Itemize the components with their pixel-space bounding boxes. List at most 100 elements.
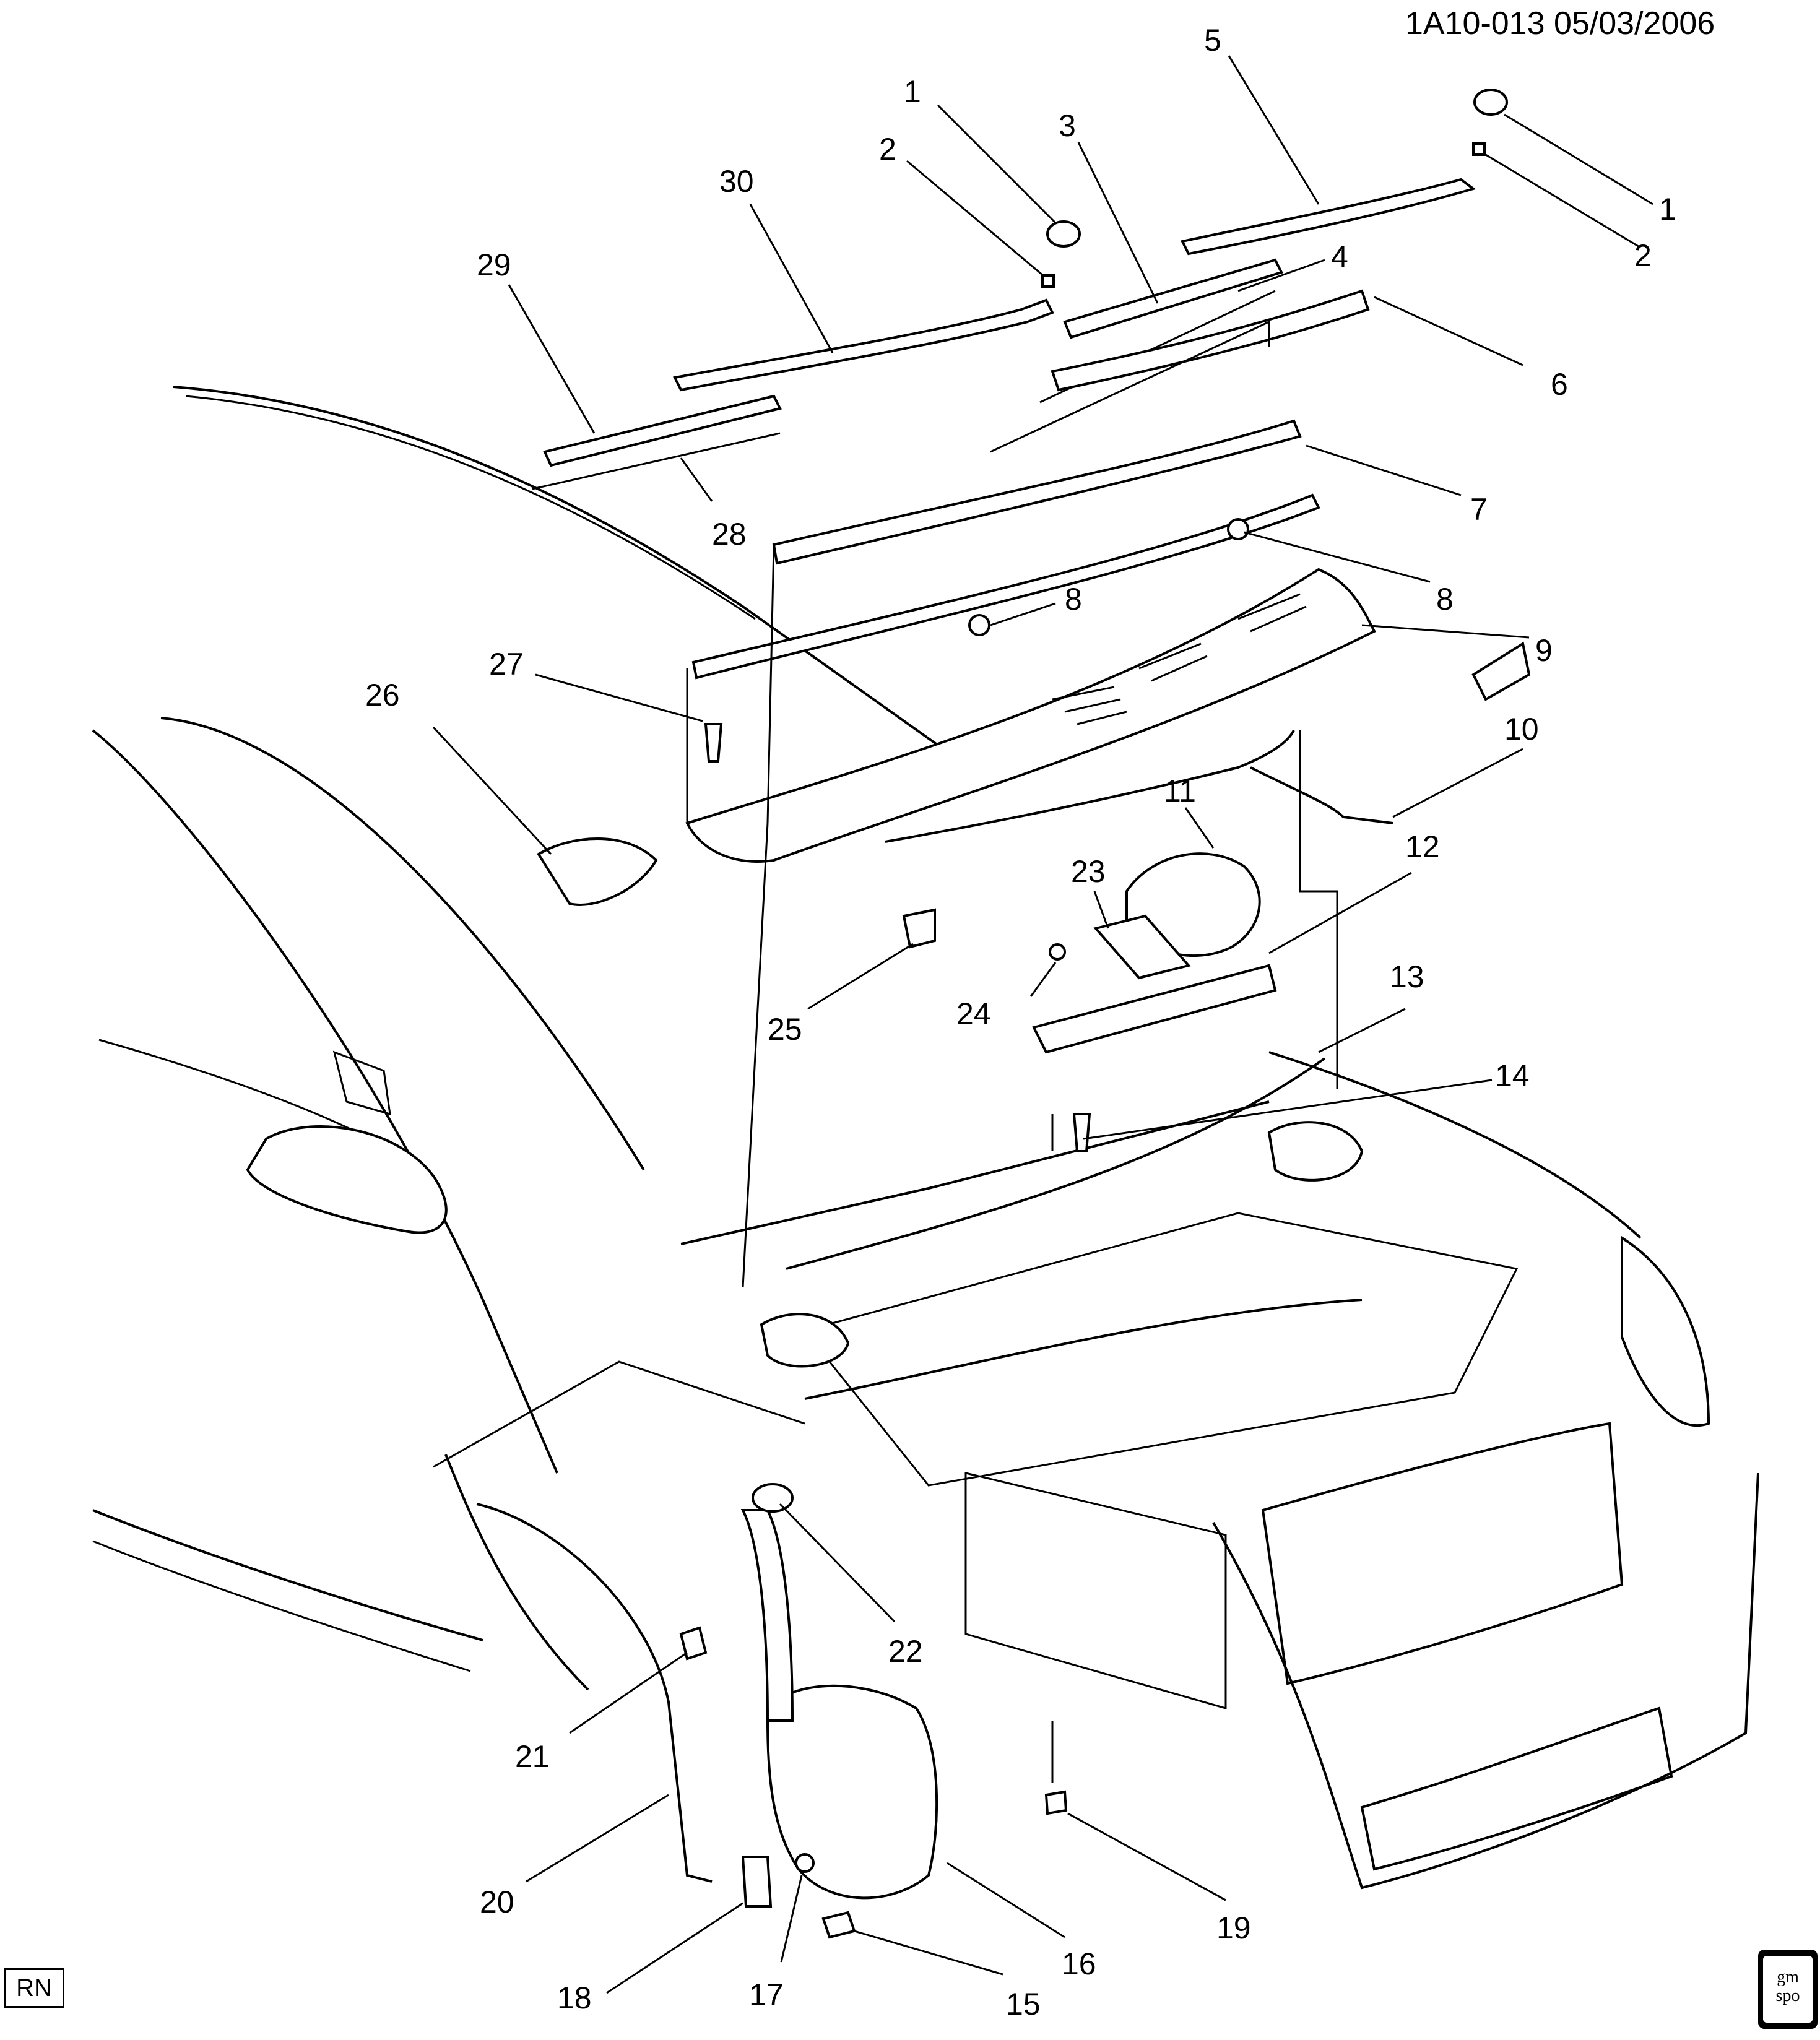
grille-lower [1360, 1706, 1673, 1871]
bumper [1212, 1472, 1759, 1890]
callout-25: 25 [768, 1012, 802, 1047]
windshield-left-edge [160, 717, 645, 1171]
leader-lines [432, 55, 1653, 1994]
callout-30: 30 [719, 164, 754, 199]
nut-left [1041, 274, 1055, 288]
hood-opening-left [680, 1100, 1270, 1245]
front-washer-hose [786, 1057, 1326, 1270]
vehicle-body [92, 386, 1759, 1890]
mirror [246, 1125, 448, 1234]
callout-22: 22 [888, 1634, 923, 1669]
hose-right [1250, 766, 1393, 824]
callout-20: 20 [480, 1885, 514, 1919]
retainer-right [1227, 518, 1249, 540]
alignment-lines [433, 320, 1338, 1783]
callout-21: 21 [515, 1739, 550, 1774]
reservoir-filler-neck [740, 1509, 794, 1722]
reservoir-bracket-stud [679, 1626, 708, 1661]
callout-11: 11 [1164, 774, 1196, 808]
wiper-blade-right [1063, 258, 1283, 339]
callout-26: 26 [365, 678, 400, 712]
nut-clip [1044, 1790, 1068, 1815]
roof-inner-line [185, 395, 756, 620]
callout-27: 27 [489, 647, 524, 681]
callout-4: 4 [1331, 240, 1348, 274]
callout-5: 5 [1204, 23, 1221, 58]
callout-29: 29 [477, 248, 511, 282]
wiper-arm-left [673, 298, 1054, 392]
callout-2-left: 2 [879, 132, 896, 166]
cowl-seal-strip [772, 419, 1302, 565]
washer-pump [741, 1856, 773, 1908]
mount-bolt [1072, 1113, 1091, 1152]
strut-tower-right [1267, 1121, 1364, 1182]
motor-bracket [1093, 914, 1191, 980]
callout-24: 24 [956, 996, 991, 1031]
callout-13: 13 [1390, 959, 1424, 994]
callout-8-right: 8 [1436, 582, 1454, 616]
rn-badge: RN [4, 1968, 64, 2008]
grille-upper [1261, 1422, 1624, 1685]
callout-8-left: 8 [1065, 582, 1082, 616]
callout-16: 16 [1062, 1947, 1096, 1981]
pushpin [704, 723, 723, 763]
callout-labels: 1 2 3 4 5 1 2 6 7 8 8 9 10 11 12 13 14 1… [365, 23, 1676, 2021]
spo-text: spo [1775, 1986, 1800, 2005]
gm-spo-logo: gm spo [1758, 1950, 1818, 2029]
callout-10: 10 [1504, 712, 1539, 746]
motor-linkage [1032, 852, 1277, 1152]
callout-19: 19 [1216, 1911, 1251, 1945]
washer-reservoir [766, 1684, 938, 1900]
washer-parts [476, 1483, 1068, 1939]
callout-3: 3 [1059, 108, 1076, 143]
reservoir-cap [752, 1483, 794, 1513]
washer-hose-lower [476, 1503, 713, 1883]
callout-18: 18 [557, 1981, 592, 2015]
linkage-arm [1032, 964, 1277, 1054]
callout-12: 12 [1405, 829, 1440, 864]
callout-28: 28 [712, 517, 747, 551]
mirror-mount [332, 1050, 391, 1116]
radiator-support [964, 1472, 1227, 1709]
callout-2-right: 2 [1634, 238, 1652, 273]
cowl-panel-lower [804, 1299, 1363, 1400]
doc-id: 1A10-013 05/03/2006 [1405, 6, 1715, 41]
hood-opening-right [1268, 1051, 1642, 1239]
wiper-insert-left [532, 432, 781, 490]
callout-23: 23 [1071, 854, 1106, 889]
gm-text: gm [1777, 1968, 1799, 1987]
nut-right [1472, 142, 1486, 156]
callout-15: 15 [1006, 1987, 1041, 2021]
wiper-blade-left [543, 394, 782, 467]
nut-cap-left [1046, 220, 1081, 248]
nut-cap-right [1473, 89, 1508, 116]
cowl-parts [537, 289, 1531, 1270]
callout-14: 14 [1495, 1058, 1530, 1093]
gm-spo-logo-inner: gm spo [1763, 1956, 1813, 2023]
strut-tower-left [760, 1313, 850, 1368]
retainer-left [968, 614, 990, 636]
wiper-arm-right [1181, 178, 1476, 256]
cowl-seal-upper [1051, 289, 1370, 392]
callout-7: 7 [1470, 492, 1488, 527]
callout-1-right: 1 [1659, 192, 1676, 227]
body-side-line [92, 1509, 483, 1641]
fender-arch [444, 1454, 589, 1691]
callout-9: 9 [1535, 633, 1553, 668]
hose-upper [885, 730, 1295, 843]
cowl-bracket-left [537, 837, 658, 906]
callout-17: 17 [749, 1977, 784, 2012]
wiper-parts [532, 89, 1508, 490]
pump-grommet [795, 1853, 815, 1873]
motor-bolt [1049, 943, 1066, 961]
cowl-seal-long [691, 493, 1320, 680]
headlamp [1621, 1235, 1710, 1427]
cowl-drain [902, 908, 936, 949]
cowl-vent-grille [1471, 641, 1531, 701]
reservoir-bolt [821, 1911, 856, 1939]
cowl-panel-vents [1052, 593, 1307, 725]
a-pillar [92, 729, 558, 1474]
callout-1-left: 1 [904, 74, 921, 109]
callout-6: 6 [1551, 367, 1568, 402]
body-side-line-2 [92, 1540, 471, 1672]
